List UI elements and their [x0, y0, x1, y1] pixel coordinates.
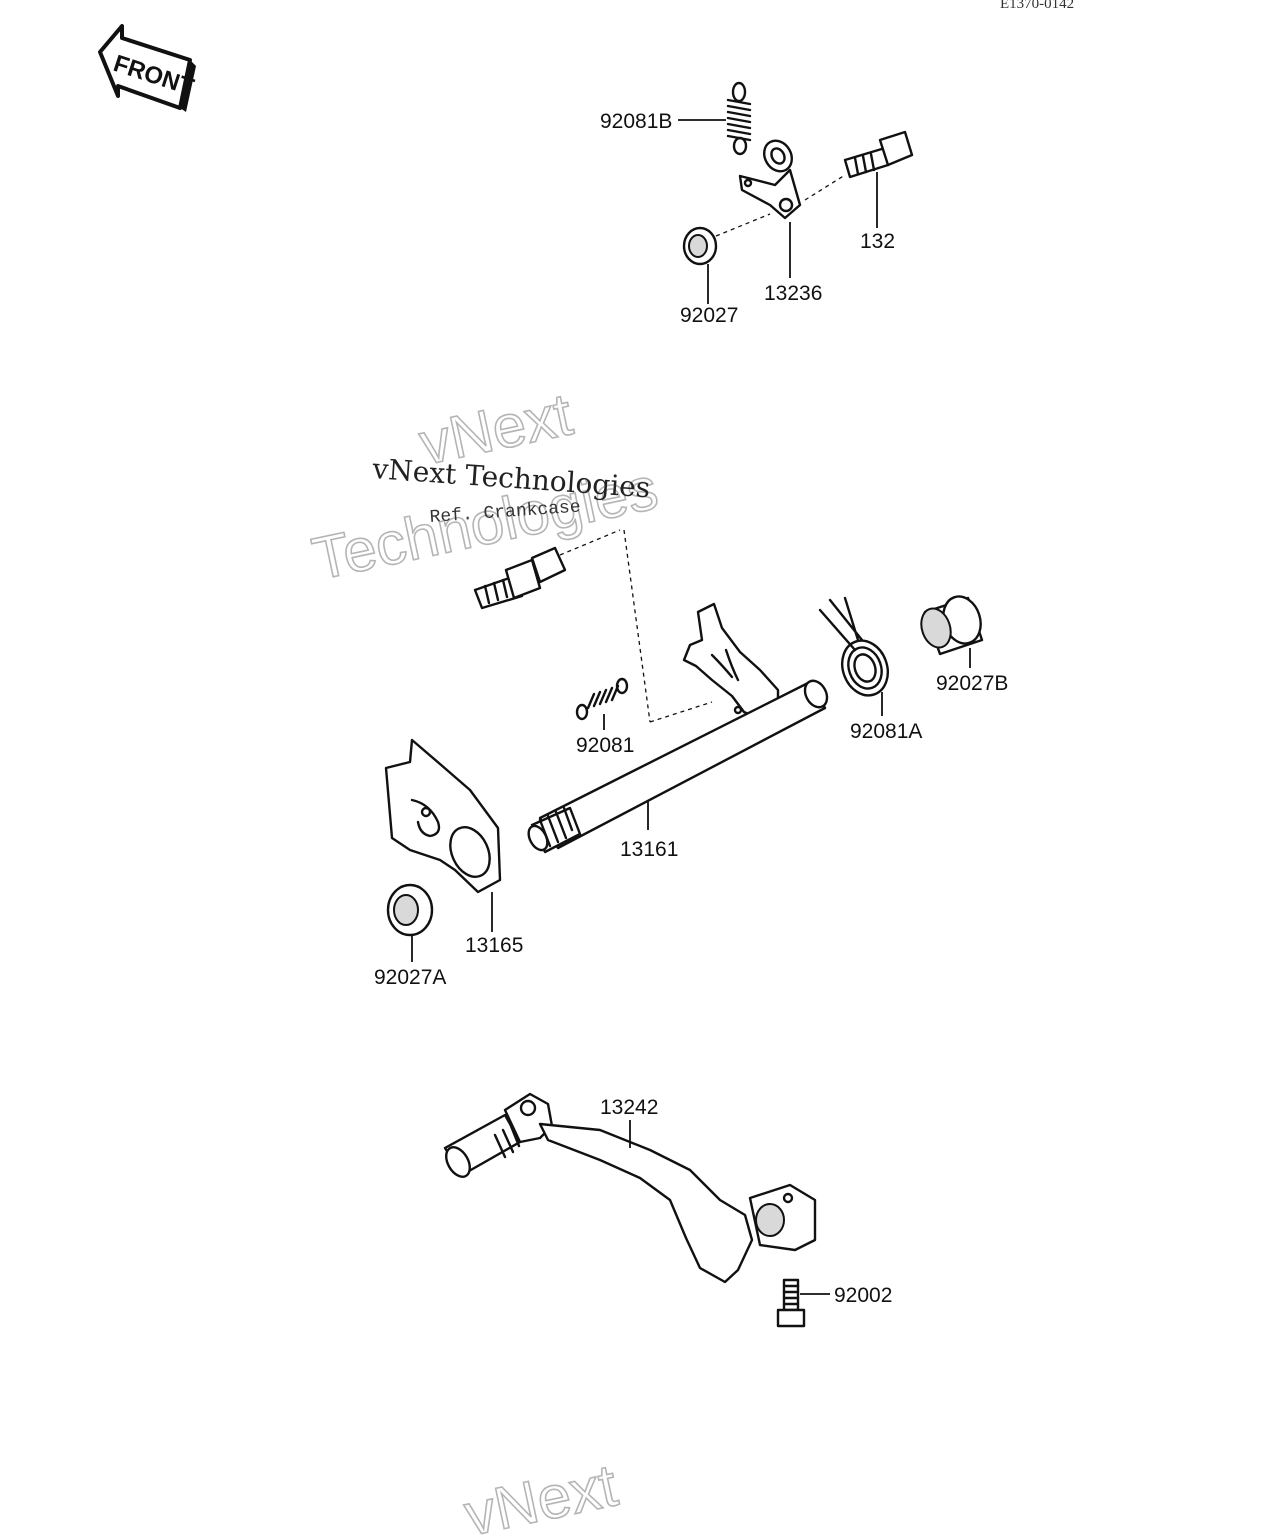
bushing-92027b: [920, 595, 984, 656]
label-92027a: 92027A: [374, 966, 446, 989]
label-13242: 13242: [600, 1096, 658, 1119]
shift-pedal-13242: [443, 1092, 817, 1284]
spring-92081: [575, 677, 629, 721]
label-92027b: 92027B: [936, 672, 1008, 695]
diagram-code: E1370-0142: [1000, 0, 1074, 12]
label-13161: 13161: [620, 838, 678, 861]
plate-13236: [738, 139, 802, 220]
dash-plate-bolt: [804, 174, 846, 201]
label-132: 132: [860, 230, 895, 253]
watermark-bottom: vNext: [459, 1451, 623, 1536]
dash-pin: [559, 529, 621, 556]
torsion-spring-92081a: [818, 596, 889, 697]
shift-arm: [682, 602, 780, 722]
plate-13165: [384, 738, 502, 894]
dash-ref-arm: [649, 701, 713, 723]
bolt-92002: [776, 1278, 806, 1328]
collar-92027a: [386, 883, 434, 937]
dash-plate-collar: [715, 213, 771, 237]
label-13165: 13165: [465, 934, 523, 957]
watermark: vNext Technologies vNext: [306, 379, 664, 1536]
collar-92027: [682, 226, 718, 266]
spring-92081b: [726, 81, 752, 156]
label-92081b: 92081B: [600, 110, 672, 133]
front-arrow-icon: FRONT: [98, 24, 197, 112]
label-92002: 92002: [834, 1284, 892, 1307]
stud-pin: [473, 546, 567, 610]
dash-ref: [623, 529, 651, 723]
shaft-13161: [527, 679, 829, 854]
label-13236: 13236: [764, 282, 822, 305]
bolt-132: [843, 130, 914, 179]
label-92027: 92027: [680, 304, 738, 327]
label-92081: 92081: [576, 734, 634, 757]
label-92081a: 92081A: [850, 720, 922, 743]
